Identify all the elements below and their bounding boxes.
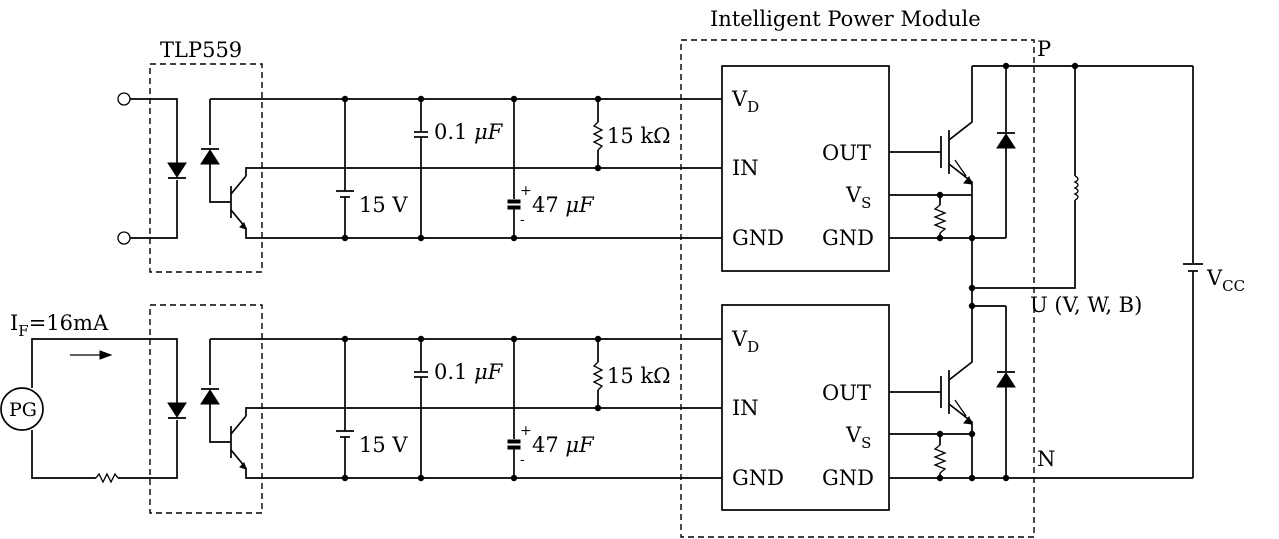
cap-plus-bottom: +	[520, 423, 532, 439]
pin-in-bottom: IN	[732, 396, 759, 420]
resistor-top	[592, 121, 604, 151]
pin-gnd-top: GND	[732, 226, 784, 250]
freewheel-diode-bottom	[996, 372, 1016, 388]
led-diode-bottom	[167, 402, 187, 418]
capacitor-small-label-bottom: 0.1 μF	[434, 360, 504, 384]
pin-out-bottom: OUT	[822, 381, 871, 405]
pulse-generator-label: PG	[9, 399, 37, 421]
pin-vs-bottom: VS	[845, 423, 871, 452]
inductor-load	[1073, 175, 1079, 201]
opto-diode-bottom	[200, 389, 220, 405]
pin-out-top: OUT	[822, 141, 871, 165]
capacitor-large-bottom	[507, 439, 521, 444]
supply-label-bottom: 15 V	[359, 433, 408, 457]
supply-label-top: 15 V	[359, 193, 408, 217]
capacitor-large-label-bottom: 47 μF	[532, 433, 595, 457]
node-p: P	[1037, 37, 1051, 61]
capacitor-large-top	[507, 199, 521, 204]
cap-minus-bottom: -	[520, 452, 525, 468]
opto-diode-top	[200, 149, 220, 165]
resistor-label-bottom: 15 kΩ	[607, 364, 671, 388]
pin-vd-bottom: VD	[731, 327, 759, 356]
pulse-generator	[0, 387, 44, 431]
pin-in-top: IN	[732, 156, 759, 180]
module-title: Intelligent Power Module	[710, 7, 981, 31]
shunt-resistor-top	[933, 204, 947, 234]
optocoupler-box-bottom	[149, 304, 263, 514]
node-n: N	[1037, 447, 1055, 471]
capacitor-large-label-top: 47 μF	[532, 193, 595, 217]
resistor-label-top: 15 kΩ	[607, 124, 671, 148]
pin-vs-top: VS	[845, 183, 871, 212]
pin-gnd-bottom: GND	[732, 466, 784, 490]
input-terminal-bottom	[117, 231, 131, 245]
pin-vd-top: VD	[731, 87, 759, 116]
optocoupler-label: TLP559	[160, 38, 242, 62]
resistor-bottom	[592, 361, 604, 391]
pin-gnd-out-top: GND	[822, 226, 874, 250]
pin-gnd-out-bottom: GND	[822, 466, 874, 490]
vcc-label: VCC	[1206, 266, 1245, 295]
input-current-label: IF=16mA	[10, 311, 109, 340]
input-terminal-top	[117, 92, 131, 106]
cap-minus-top: -	[520, 212, 525, 228]
capacitor-small-label-top: 0.1 μF	[434, 120, 504, 144]
cap-plus-top: +	[520, 183, 532, 199]
node-u: U (V, W, B)	[1030, 293, 1142, 317]
input-resistor	[95, 472, 119, 484]
freewheel-diode-top	[996, 133, 1016, 149]
shunt-resistor-bottom	[933, 444, 947, 474]
led-diode-top	[167, 162, 187, 178]
